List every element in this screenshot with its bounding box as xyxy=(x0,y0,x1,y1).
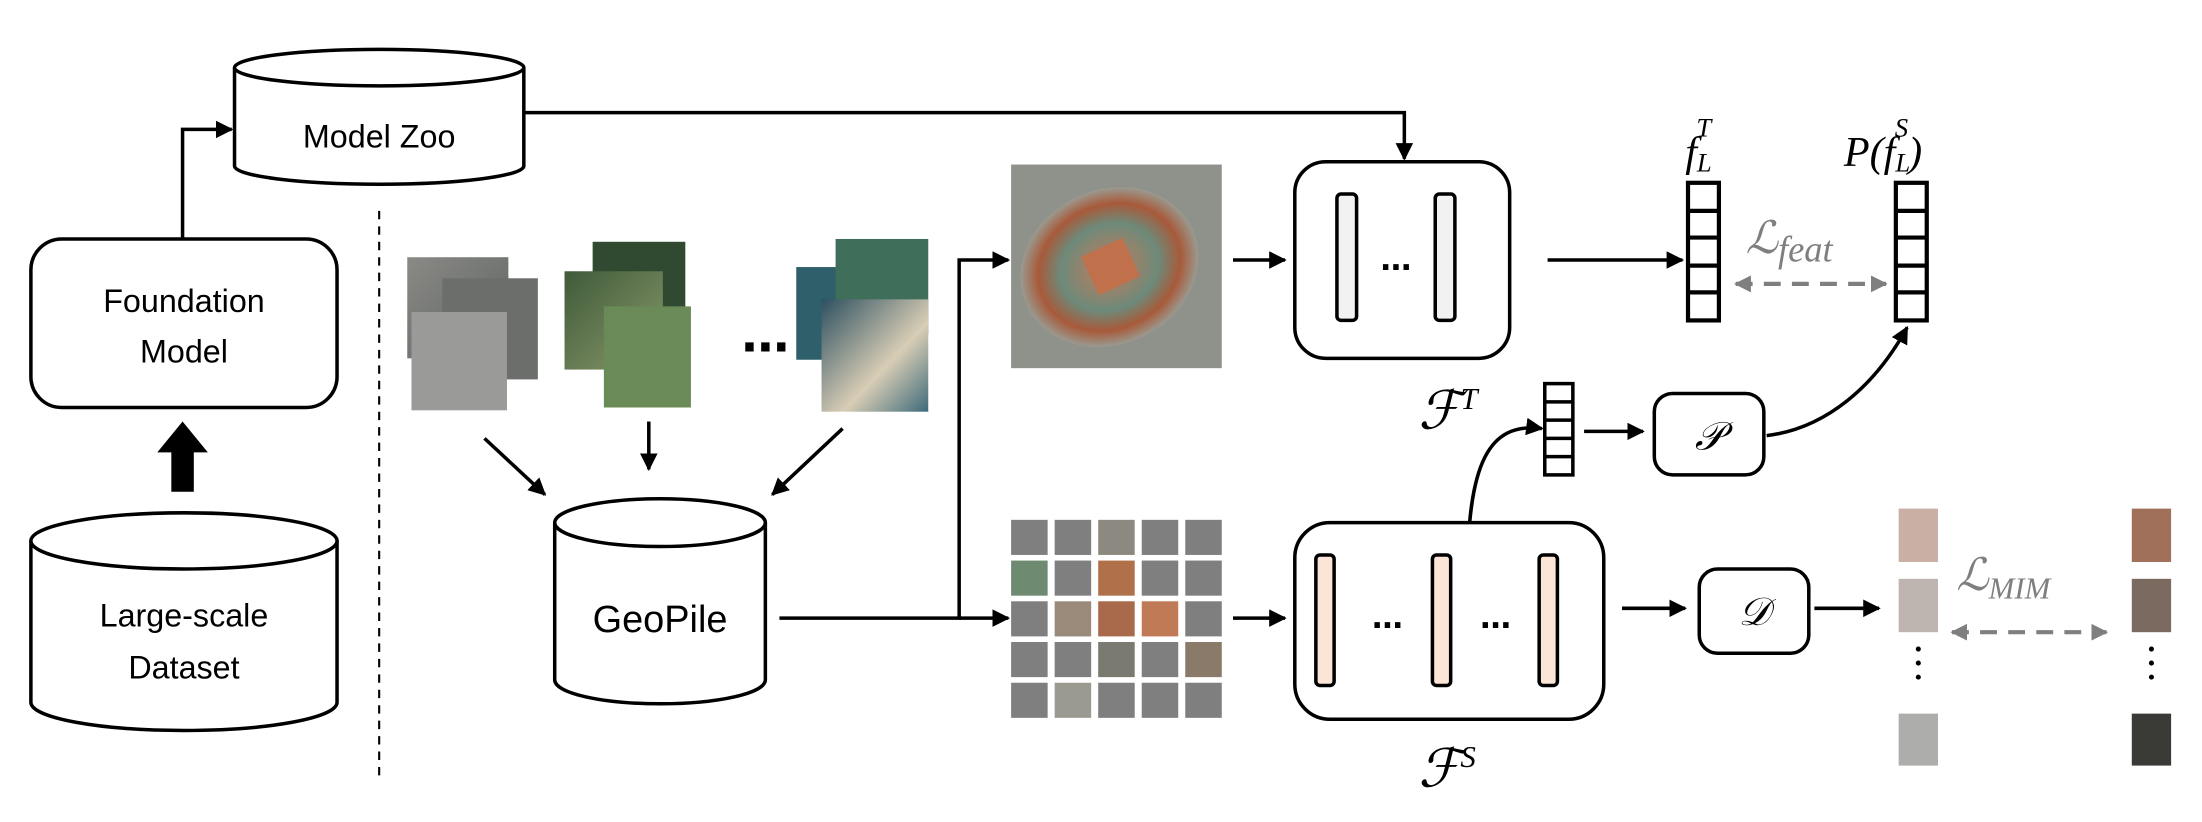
decoder-box xyxy=(1697,567,1811,656)
image-stack-3 xyxy=(796,238,929,412)
arrow-foundation-to-zoo xyxy=(180,120,234,239)
masked-patch xyxy=(1011,642,1048,678)
arrow-zoo-to-teacher xyxy=(523,110,1414,161)
image-stack-2 xyxy=(564,241,691,408)
student-feature-label: P(fLS) xyxy=(1843,112,1922,177)
teacher-layer xyxy=(1433,192,1457,323)
feat-loss-label: ℒfeat xyxy=(1746,213,1834,269)
student-intermediate-vector xyxy=(1543,381,1575,477)
visible-patch xyxy=(1054,601,1092,637)
image-stack-1 xyxy=(407,257,538,411)
target-patches xyxy=(2131,508,2172,766)
teacher-input-image xyxy=(1011,164,1222,369)
student-encoder-label: ℱS xyxy=(1418,739,1475,799)
model-zoo-cylinder xyxy=(232,47,526,186)
visible-patch xyxy=(1098,560,1135,596)
masked-patch xyxy=(1054,519,1092,555)
teacher-feature-vector xyxy=(1685,180,1722,323)
masked-patch xyxy=(1011,519,1048,555)
ellipsis-images: … xyxy=(741,308,789,363)
student-layer xyxy=(1537,553,1560,688)
visible-patch xyxy=(1185,642,1222,678)
student-feature-vector xyxy=(1893,180,1929,323)
dataset-label-2: Dataset xyxy=(128,650,239,686)
dataset-label-1: Large-scale xyxy=(100,598,269,634)
masked-patch xyxy=(1141,642,1179,678)
foundation-model-label-2: Model xyxy=(140,334,228,370)
projector-box xyxy=(1652,391,1766,477)
teacher-ellipsis: … xyxy=(1380,242,1411,278)
visible-patch xyxy=(1098,601,1135,637)
masked-patch xyxy=(1054,642,1092,678)
masked-patch xyxy=(1011,601,1048,637)
visible-patch xyxy=(1054,682,1092,718)
teacher-layer xyxy=(1335,192,1359,323)
foundation-model-label-1: Foundation xyxy=(103,283,265,319)
geopile-label: GeoPile xyxy=(593,599,728,641)
masked-patch xyxy=(1054,560,1092,596)
teacher-encoder-label: ℱT xyxy=(1418,381,1479,441)
masked-patch xyxy=(1141,682,1179,718)
masked-patch xyxy=(1098,682,1135,718)
mim-loss-label: ℒMIM xyxy=(1956,550,2052,605)
arrow-geopile-to-teacher-image xyxy=(779,251,1011,620)
visible-patch xyxy=(1141,601,1179,637)
student-ellipsis-2: … xyxy=(1480,600,1511,636)
masked-patch xyxy=(1185,560,1222,596)
masked-patch xyxy=(1185,682,1222,718)
visible-patch xyxy=(1098,642,1135,678)
masked-patch xyxy=(1011,682,1048,718)
masked-input-image xyxy=(1011,519,1222,718)
student-layer xyxy=(1430,553,1453,688)
student-layer xyxy=(1314,553,1336,688)
thick-up-arrow xyxy=(157,421,208,492)
teacher-feature-label: fLT xyxy=(1685,112,1713,177)
masked-patch xyxy=(1185,519,1222,555)
dataset-cylinder xyxy=(29,511,339,733)
masked-patch xyxy=(1185,601,1222,637)
visible-patch xyxy=(1098,519,1135,555)
geopile-cylinder xyxy=(552,497,768,706)
reconstruction-patches xyxy=(1898,508,1938,766)
masked-patch xyxy=(1141,560,1179,596)
masked-patch xyxy=(1141,519,1179,555)
foundation-model-box xyxy=(29,237,339,410)
visible-patch xyxy=(1011,560,1048,596)
model-zoo-label: Model Zoo xyxy=(303,119,456,155)
student-ellipsis-1: … xyxy=(1372,600,1403,636)
